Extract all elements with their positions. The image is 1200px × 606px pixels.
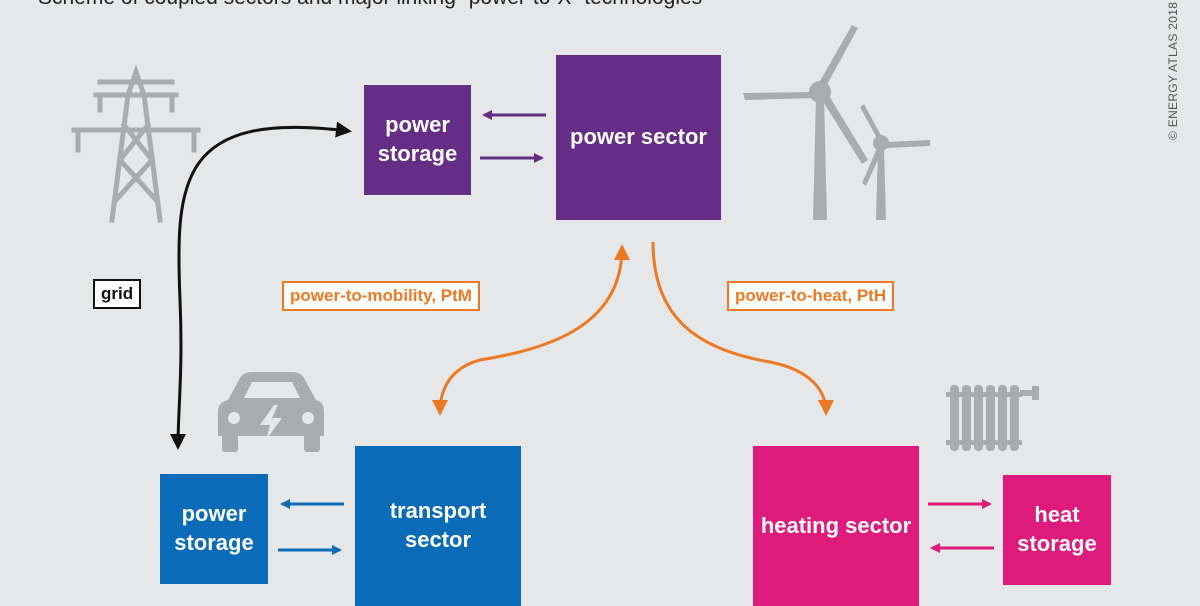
radiator-icon [946,385,1039,451]
power-storage-top-box: power storage [364,85,471,195]
power-to-heat-label: power-to-heat, PtH [727,281,895,311]
power-to-heat-arrow [651,241,834,416]
heat-storage-box: heat storage [1003,475,1111,585]
heating-sector-box: heating sector [753,446,919,606]
subtitle: Scheme of coupled sectors and major link… [38,0,702,10]
power-sector-box: power sector [556,55,721,220]
wind-turbine-icon [743,25,930,220]
transport-sector-box: transport sector [355,446,521,606]
grid-arrow [170,121,352,450]
power-to-mobility-arrow [432,244,630,416]
grid-label: grid [93,279,142,309]
power-storage-bottom-box: power storage [160,474,268,584]
